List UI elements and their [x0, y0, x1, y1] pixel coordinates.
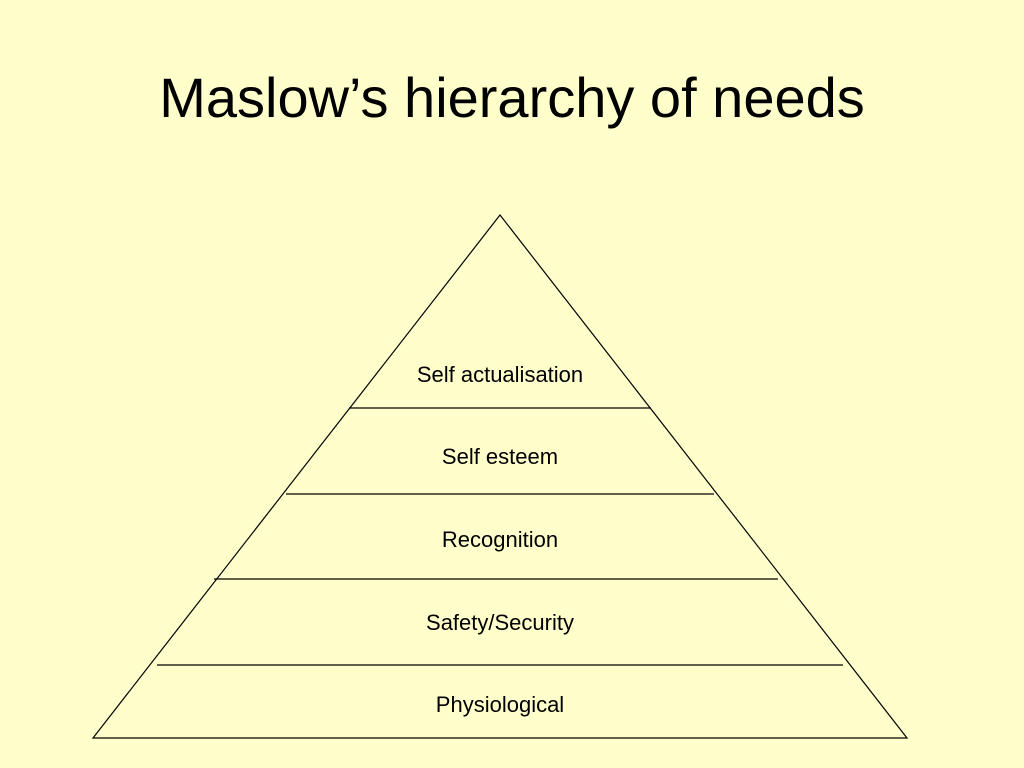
pyramid-outline: [91, 214, 909, 739]
slide-title: Maslow’s hierarchy of needs: [159, 66, 865, 129]
level-safety-security: Safety/Security: [426, 610, 574, 635]
level-recognition: Recognition: [442, 527, 558, 552]
level-self-actualisation: Self actualisation: [417, 362, 583, 387]
level-self-esteem: Self esteem: [442, 444, 558, 469]
level-physiological: Physiological: [436, 692, 564, 717]
